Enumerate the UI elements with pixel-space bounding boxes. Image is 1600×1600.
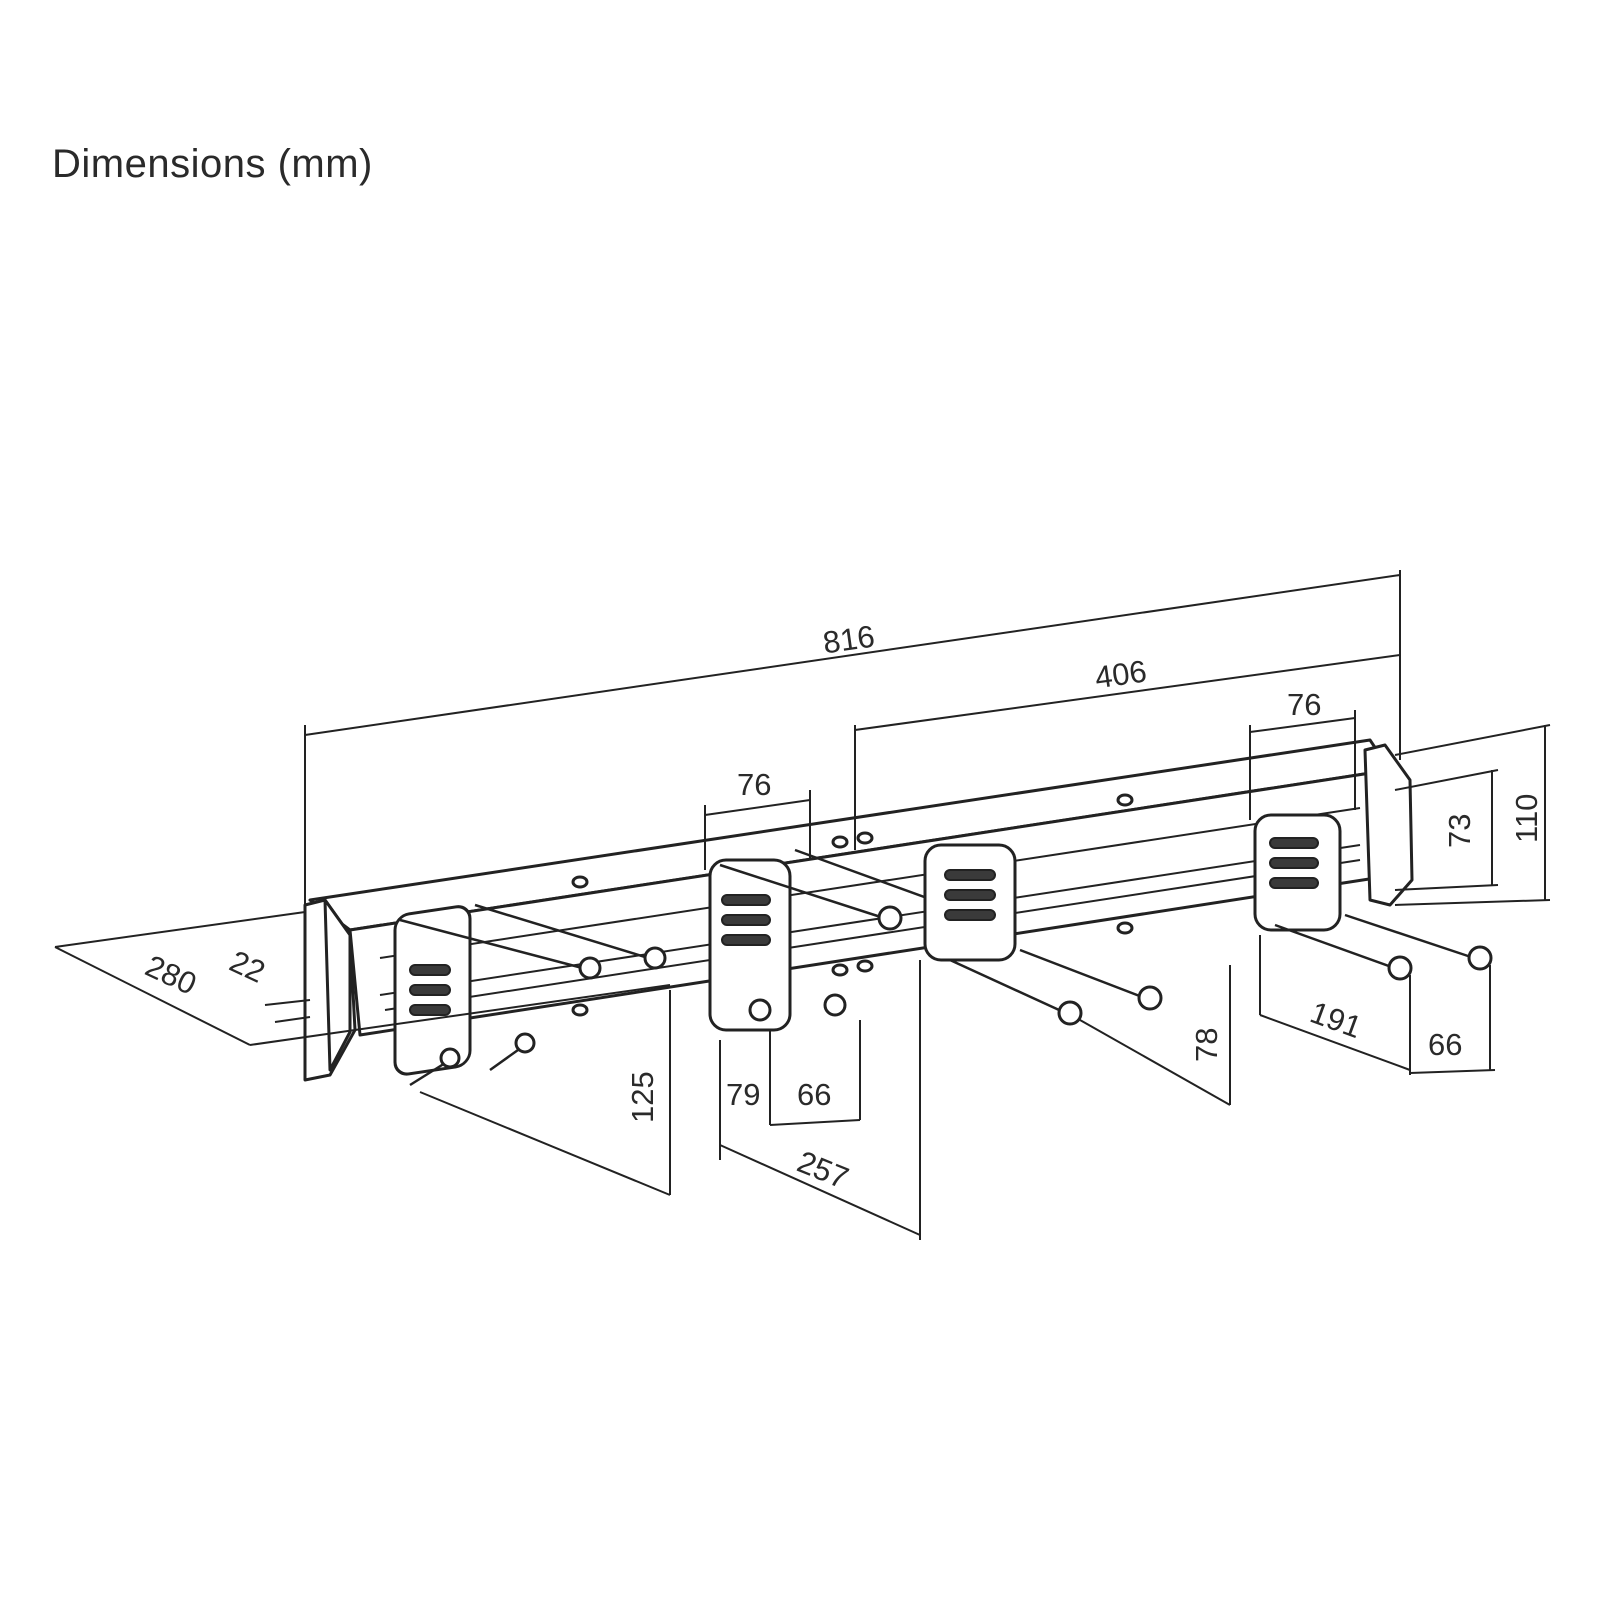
right-end-cap [1363,743,1414,907]
dim-hook4-width: 66 [1428,1027,1462,1062]
dim-hook2-width-a: 79 [726,1077,760,1112]
hook-1 [393,903,667,1087]
dim-hook-spacing-right: 76 [1287,687,1321,722]
wall-rail [308,738,1397,1037]
dim-hook-spacing-left: 76 [737,767,771,802]
dim-hook2-depth: 257 [792,1144,853,1196]
hook-3 [923,843,1163,1026]
dim-rail-height: 110 [1509,794,1544,843]
dim-hook4-depth: 191 [1306,995,1367,1046]
dim-rail-offset: 22 [224,944,270,990]
diagram-title: Dimensions (mm) [52,142,373,186]
hook-4 [1253,813,1493,981]
dim-hook2-width-b: 66 [797,1077,831,1112]
dim-hook3-depth: 78 [1189,1028,1224,1062]
dim-hook1-depth: 125 [625,1071,660,1123]
dim-total-length: 816 [821,619,877,661]
dim-rail-inner-height: 73 [1442,814,1477,848]
dim-half-length: 406 [1093,653,1149,695]
dimension-lines [54,570,1551,1240]
hook-2 [708,848,973,1032]
